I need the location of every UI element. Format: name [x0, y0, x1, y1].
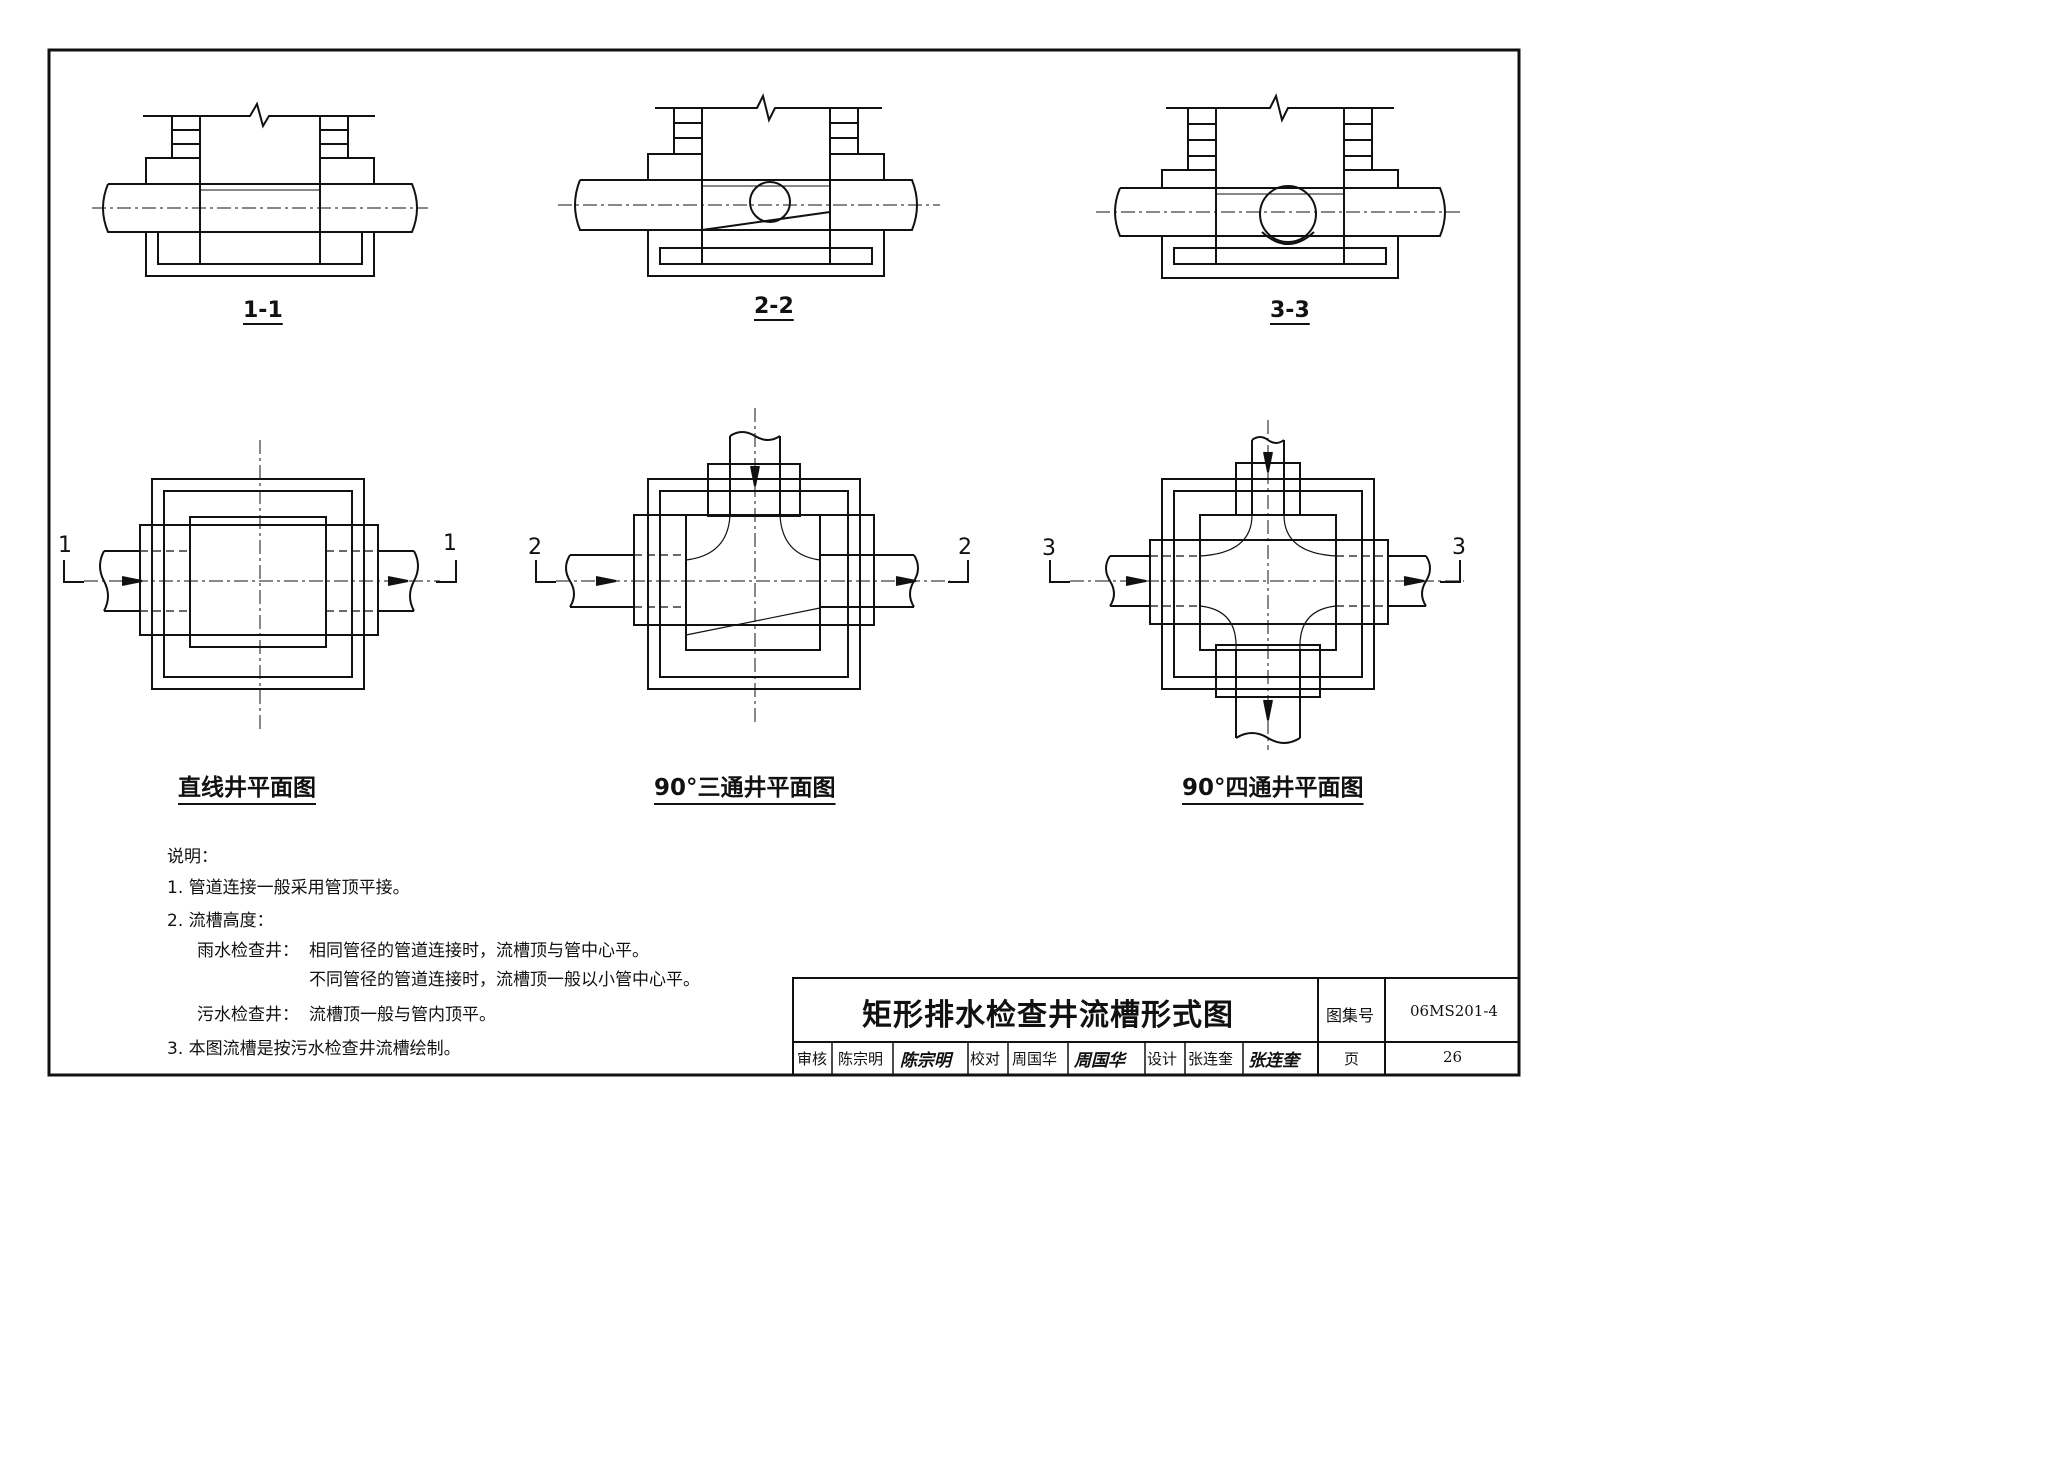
cut-marker-2-left: 2: [528, 535, 542, 560]
page-number: 26: [1443, 1048, 1463, 1066]
note-2: 2. 流槽高度：: [167, 911, 274, 931]
plan-title-straight: 直线井平面图: [178, 775, 316, 801]
cut-marker-1-right: 1: [443, 531, 457, 556]
note-3: 3. 本图流槽是按污水检查井流槽绘制。: [167, 1039, 461, 1059]
note-1: 1. 管道连接一般采用管顶平接。: [167, 878, 410, 898]
reviewer-name: 陈宗明: [838, 1050, 884, 1068]
plan-title-tee: 90°三通井平面图: [654, 775, 836, 801]
note-2b-label: 污水检查井：: [197, 1005, 299, 1025]
review-label: 审核: [797, 1050, 828, 1068]
note-2a-label: 雨水检查井：: [197, 941, 299, 961]
section-label-3-3: 3-3: [1270, 298, 1310, 323]
check-label: 校对: [970, 1050, 1001, 1068]
cut-marker-3-left: 3: [1042, 536, 1056, 561]
section-label-1-1: 1-1: [243, 298, 283, 323]
plan-straight-drawing: [64, 440, 456, 732]
note-2a-line1: 相同管径的管道连接时，流槽顶与管中心平。: [309, 941, 649, 961]
reviewer-signature: 陈宗明: [900, 1051, 951, 1071]
atlas-number: 06MS201-4: [1410, 1002, 1498, 1020]
plan-title-cross: 90°四通井平面图: [1182, 775, 1364, 801]
cut-marker-3-right: 3: [1452, 535, 1466, 560]
section-2-2-drawing: [558, 96, 940, 276]
section-label-2-2: 2-2: [754, 294, 794, 319]
checker-signature: 周国华: [1074, 1051, 1125, 1071]
designer-signature: 张连奎: [1248, 1051, 1299, 1071]
section-3-3-drawing: [1096, 96, 1462, 278]
page-label: 页: [1344, 1050, 1360, 1068]
design-label: 设计: [1147, 1050, 1178, 1068]
notes-heading: 说明：: [167, 847, 218, 867]
atlas-number-label: 图集号: [1326, 1006, 1375, 1025]
drawing-sheet: [0, 0, 1558, 1102]
designer-name: 张连奎: [1188, 1050, 1234, 1068]
cut-marker-2-right: 2: [958, 535, 972, 560]
cut-marker-1-left: 1: [58, 533, 72, 558]
note-2b-text: 流槽顶一般与管内顶平。: [309, 1005, 496, 1025]
checker-name: 周国华: [1012, 1050, 1058, 1068]
drawing-title: 矩形排水检查井流槽形式图: [862, 998, 1234, 1033]
plan-tee-drawing: [536, 408, 968, 722]
section-1-1-drawing: [92, 104, 428, 276]
note-2a-line2: 不同管径的管道连接时，流槽顶一般以小管中心平。: [309, 970, 700, 990]
sheet-border: [49, 50, 1519, 1075]
plan-cross-drawing: [1050, 420, 1464, 750]
title-block-frame: [793, 978, 1519, 1075]
